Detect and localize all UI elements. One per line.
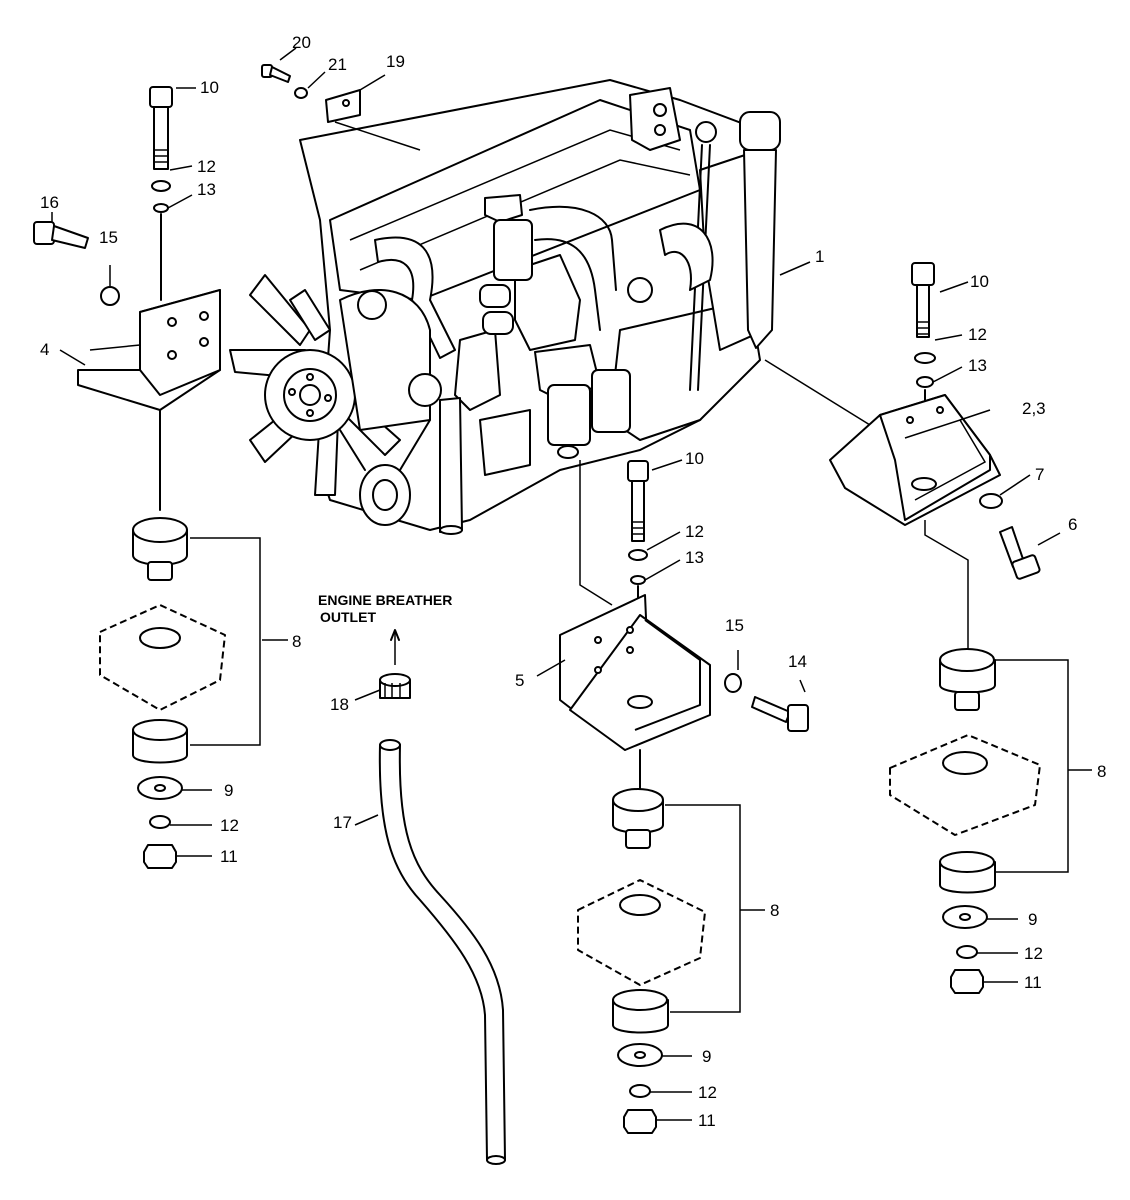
breather-assembly (378, 629, 506, 1165)
callout-13-right: 13 (968, 356, 987, 375)
callout-10-right: 10 (970, 272, 989, 291)
top-small-parts (261, 64, 421, 151)
callout-14: 14 (788, 652, 807, 671)
callout-21: 21 (328, 55, 347, 74)
callout-8-left: 8 (292, 632, 301, 651)
callout-17: 17 (333, 813, 352, 832)
callout-20: 20 (292, 33, 311, 52)
breather-note-line2: OUTLET (320, 609, 376, 625)
callout-12-middle-bottom: 12 (698, 1083, 717, 1102)
callout-5: 5 (515, 671, 524, 690)
callout-2-3: 2,3 (1022, 399, 1046, 418)
callout-13-middle: 13 (685, 548, 704, 567)
callout-6: 6 (1068, 515, 1077, 534)
callout-9-left: 9 (224, 781, 233, 800)
callout-1: 1 (815, 247, 824, 266)
callout-18: 18 (330, 695, 349, 714)
callout-4: 4 (40, 340, 49, 359)
callout-19: 19 (386, 52, 405, 71)
callout-13-left: 13 (197, 180, 216, 199)
callout-10-left: 10 (200, 78, 219, 97)
callout-12-middle-top: 12 (685, 522, 704, 541)
callout-15-middle: 15 (725, 616, 744, 635)
callout-12-right-top: 12 (968, 325, 987, 344)
callout-8-right: 8 (1097, 762, 1106, 781)
callout-12-left-bottom: 12 (220, 816, 239, 835)
engine-assembly (229, 79, 781, 535)
callouts: 1 2,3 4 5 6 7 8 8 8 9 9 9 10 10 10 11 11… (40, 33, 1106, 1130)
middle-mount-stack (559, 460, 809, 1134)
breather-note-line1: ENGINE BREATHER (318, 592, 452, 608)
callout-7: 7 (1035, 465, 1044, 484)
callout-11-left: 11 (220, 847, 238, 866)
callout-9-right: 9 (1028, 910, 1037, 929)
callout-12-left-top: 12 (197, 157, 216, 176)
left-mount-stack (33, 86, 261, 869)
callout-16: 16 (40, 193, 59, 212)
callout-12-right-bottom: 12 (1024, 944, 1043, 963)
callout-11-middle: 11 (698, 1111, 716, 1130)
callout-10-middle: 10 (685, 449, 704, 468)
callout-15-left: 15 (99, 228, 118, 247)
callout-11-right: 11 (1024, 973, 1042, 992)
right-mount-stack (764, 262, 1069, 994)
callout-8-middle: 8 (770, 901, 779, 920)
leader-lines (51, 47, 1092, 1121)
callout-9-middle: 9 (702, 1047, 711, 1066)
